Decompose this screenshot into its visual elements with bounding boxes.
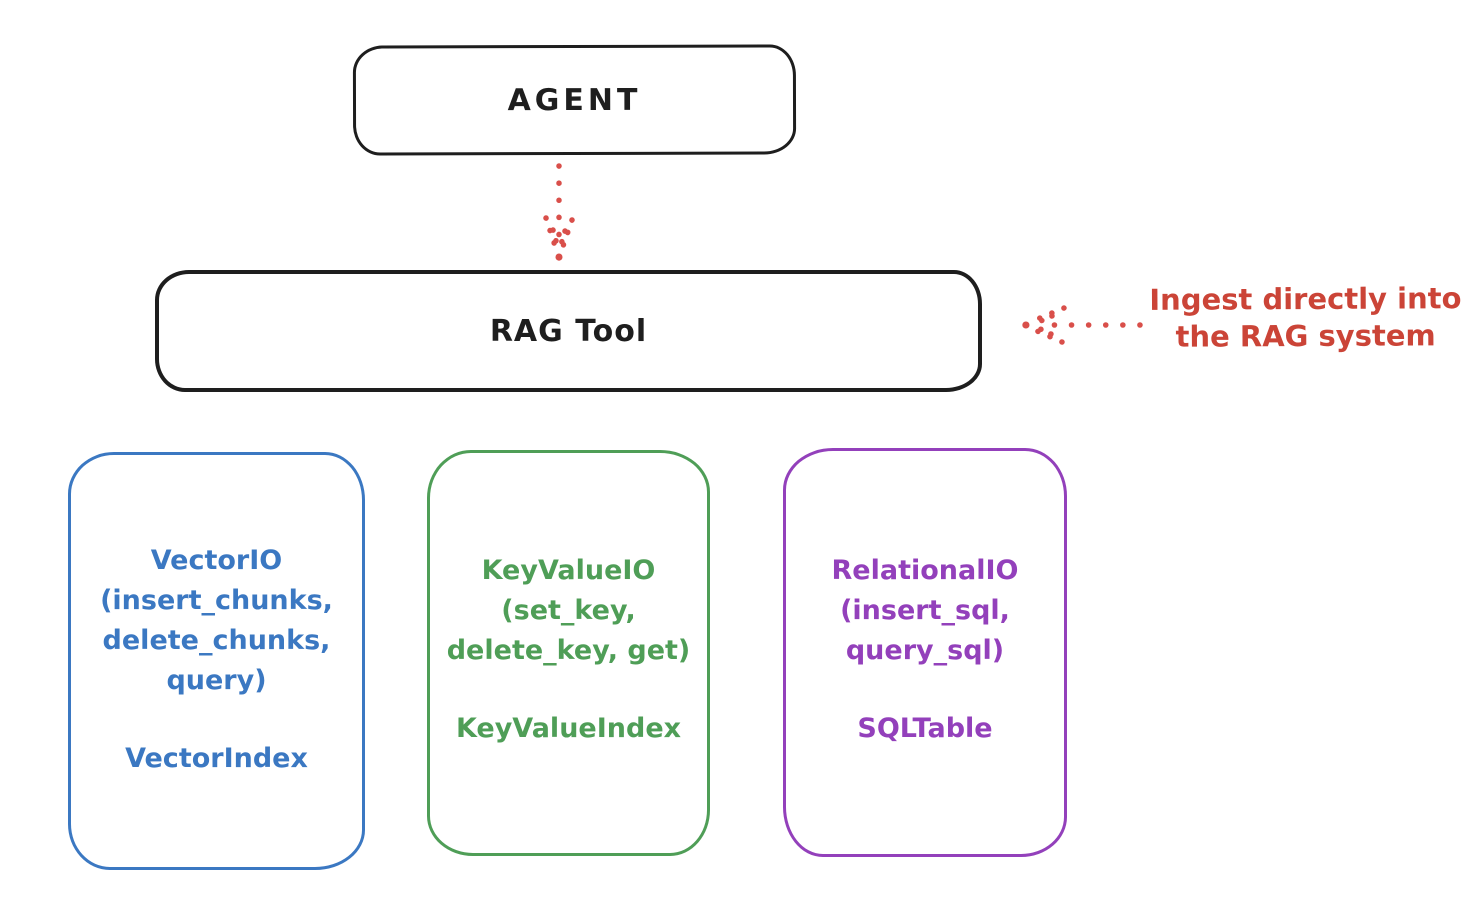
vector-io-line: (insert_chunks,: [100, 585, 333, 616]
vector-io-line: query): [166, 665, 267, 696]
ingest-annotation: Ingest directly into the RAG system: [1133, 280, 1478, 356]
relational-io-line: query_sql): [845, 635, 1005, 666]
vector-index-label: VectorIndex: [125, 743, 308, 774]
rag-tool-label: RAG Tool: [489, 313, 648, 349]
vector-io-box: VectorIO (insert_chunks, delete_chunks, …: [68, 452, 365, 870]
agent-label: AGENT: [507, 82, 642, 118]
annotation-to-ragtool-arrow-icon: [1022, 305, 1143, 345]
keyvalue-io-box: KeyValueIO (set_key, delete_key, get) Ke…: [427, 450, 710, 856]
keyvalue-io-line: (set_key,: [501, 595, 636, 626]
ingest-annotation-line1: Ingest directly into: [1149, 281, 1462, 317]
keyvalue-io-line: delete_key, get): [446, 635, 691, 666]
ingest-annotation-line2: the RAG system: [1175, 318, 1436, 354]
relational-io-box: RelationalIO (insert_sql, query_sql) SQL…: [783, 448, 1067, 857]
relational-io-line: RelationalIO: [831, 555, 1019, 586]
relational-io-line: (insert_sql,: [840, 595, 1010, 626]
sqltable-label: SQLTable: [857, 713, 993, 744]
vector-io-line: VectorIO: [150, 545, 283, 576]
agent-to-ragtool-arrow-icon: [543, 163, 575, 261]
keyvalue-io-line: KeyValueIO: [481, 555, 656, 586]
rag-tool-box: RAG Tool: [155, 270, 982, 392]
agent-box: AGENT: [352, 44, 797, 156]
vector-io-line: delete_chunks,: [102, 625, 331, 656]
keyvalue-index-label: KeyValueIndex: [455, 713, 682, 744]
